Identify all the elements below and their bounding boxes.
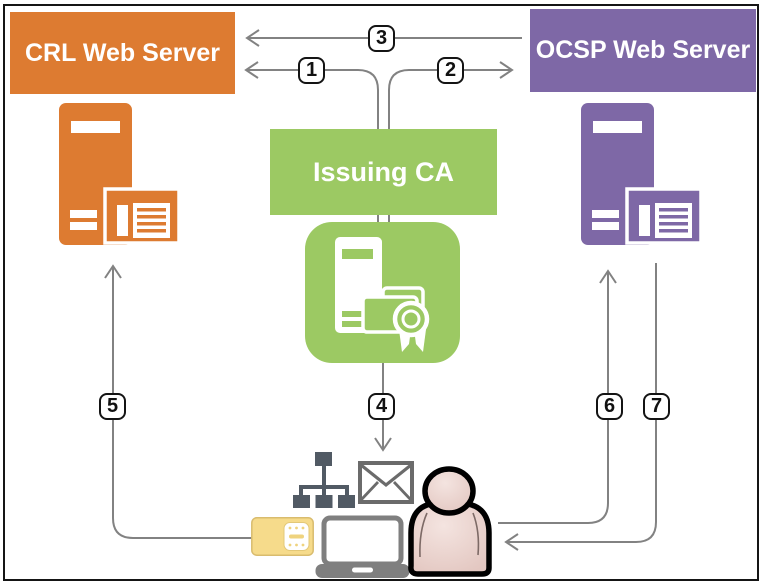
arrow-step-7 (504, 263, 657, 551)
step-3-badge: 3 (368, 25, 395, 52)
ocsp-web-server-box: OCSP Web Server (530, 9, 756, 92)
arrow-step-1 (244, 61, 379, 223)
arrow-step-6 (498, 269, 617, 524)
laptop-icon (315, 515, 410, 578)
issuing-ca-label: Issuing CA (312, 156, 454, 187)
org-chart-icon (293, 452, 355, 508)
user-icon (408, 466, 492, 577)
crl-web-server-box: CRL Web Server (10, 12, 235, 94)
ocsp-server-icon (581, 103, 703, 245)
step-5-badge: 5 (99, 393, 126, 420)
ocsp-web-server-label: OCSP Web Server (535, 36, 751, 64)
issuing-ca-icon (305, 222, 460, 363)
arrow-step-5 (104, 264, 253, 539)
arrow-step-2 (388, 61, 514, 223)
crl-server-icon (59, 103, 181, 245)
issuing-ca-box: Issuing CA (270, 129, 497, 215)
step-6-badge: 6 (596, 393, 623, 420)
step-4-badge: 4 (368, 393, 395, 420)
step-1-badge: 1 (298, 57, 325, 84)
envelope-icon (358, 461, 414, 504)
step-7-badge: 7 (643, 393, 670, 420)
diagram-frame-border (3, 4, 759, 581)
step-2-badge: 2 (437, 57, 464, 84)
smart-card-icon (251, 517, 314, 556)
crl-web-server-label: CRL Web Server (25, 38, 220, 67)
